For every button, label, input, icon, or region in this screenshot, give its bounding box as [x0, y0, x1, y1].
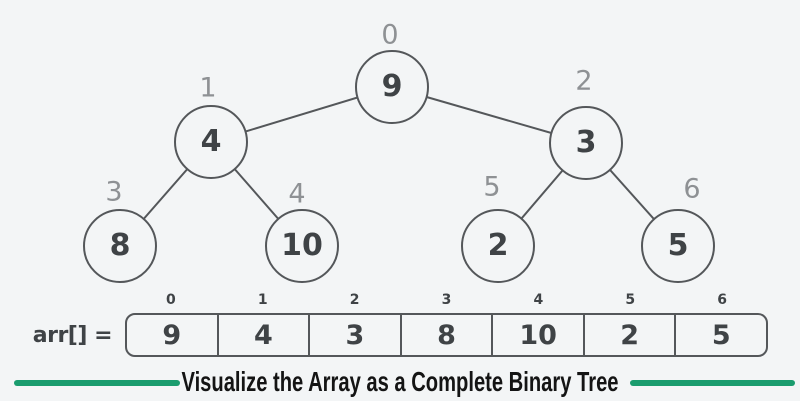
tree-node-value: 5 — [667, 228, 689, 263]
tree-index-label: 5 — [483, 171, 501, 203]
array-cell-value: 5 — [711, 319, 731, 351]
tree-index-label: 1 — [199, 72, 217, 104]
array-box: 9 4 3 8 10 2 5 — [125, 313, 768, 357]
array-cell-value: 3 — [345, 319, 365, 351]
tree-node-value: 4 — [200, 124, 222, 159]
array-cell: 3 — [308, 315, 400, 355]
array-index: 6 — [717, 292, 727, 308]
array-cell: 5 — [674, 315, 766, 355]
tree-node-value: 9 — [381, 69, 403, 104]
tree-node-value: 2 — [487, 228, 509, 263]
tree-index-label: 3 — [105, 176, 123, 208]
array-cell-value: 8 — [437, 319, 456, 351]
array-index: 2 — [349, 292, 360, 308]
array-index: 5 — [625, 292, 636, 308]
tree-index-label: 2 — [575, 65, 593, 97]
array-cell: 8 — [399, 315, 492, 355]
array-cell: 2 — [582, 315, 675, 355]
array-cell: 4 — [216, 315, 309, 355]
tree-node-right: 3 — [549, 106, 623, 180]
array-cell-value: 2 — [620, 319, 640, 351]
tree-node-value: 10 — [281, 228, 323, 263]
tree-node-value: 3 — [575, 125, 597, 160]
array-index: 0 — [166, 292, 176, 308]
tree-index-label: 4 — [288, 178, 306, 210]
tree-node-leaf: 5 — [641, 209, 715, 283]
tree-node-left: 4 — [174, 105, 248, 179]
tree-node-leaf: 2 — [461, 209, 535, 283]
array-index-row: 0 1 2 3 4 5 6 — [125, 292, 768, 309]
tree-node-leaf: 8 — [83, 209, 157, 283]
array-index: 1 — [257, 292, 268, 308]
array-cell-value: 4 — [253, 319, 273, 351]
tree-node-leaf: 10 — [265, 209, 339, 283]
array-cell: 9 — [127, 315, 217, 355]
array-cell: 10 — [491, 315, 583, 355]
array-name-label: arr[] = — [32, 322, 113, 348]
tree-node-root: 9 — [355, 50, 429, 124]
caption-text: Visualize the Array as a Complete Binary… — [181, 366, 619, 397]
tree-index-label: 0 — [381, 19, 399, 51]
caption-rule-right — [630, 380, 795, 386]
tree-index-label: 6 — [683, 173, 701, 205]
caption-rule-left — [14, 380, 180, 386]
array-index: 3 — [441, 292, 452, 308]
array-cell-value: 9 — [162, 319, 182, 351]
array-cell-value: 10 — [519, 319, 557, 351]
tree-node-value: 8 — [109, 228, 131, 263]
array-index: 4 — [533, 292, 544, 308]
